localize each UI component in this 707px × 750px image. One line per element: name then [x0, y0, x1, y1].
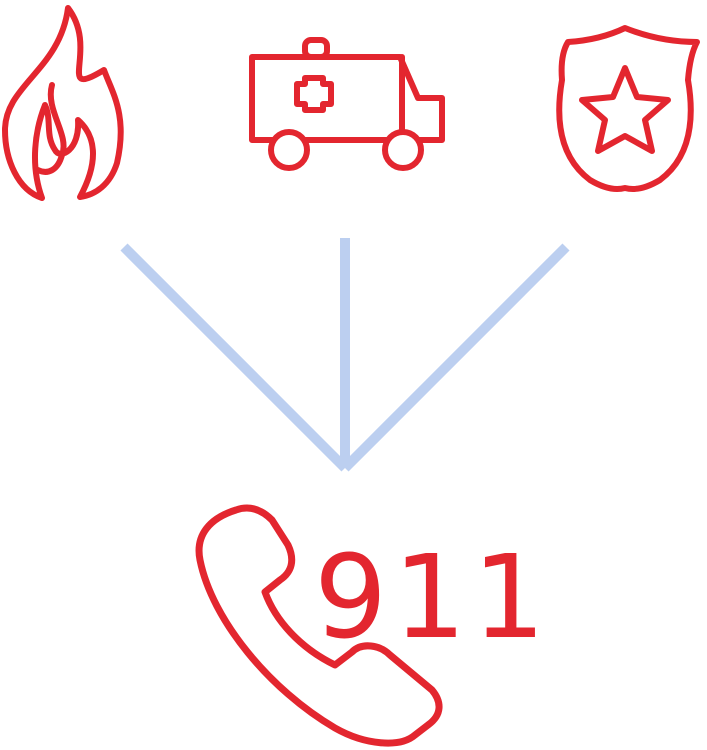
police-badge-icon [556, 25, 700, 192]
phone-icon [195, 504, 443, 747]
fire-icon [2, 5, 124, 201]
connector-line-fire [120, 243, 349, 472]
connector-line-police [341, 243, 570, 472]
connector-lines [120, 238, 570, 472]
emergency-number-911: 911 [314, 531, 552, 665]
ambulance-icon [249, 37, 445, 171]
